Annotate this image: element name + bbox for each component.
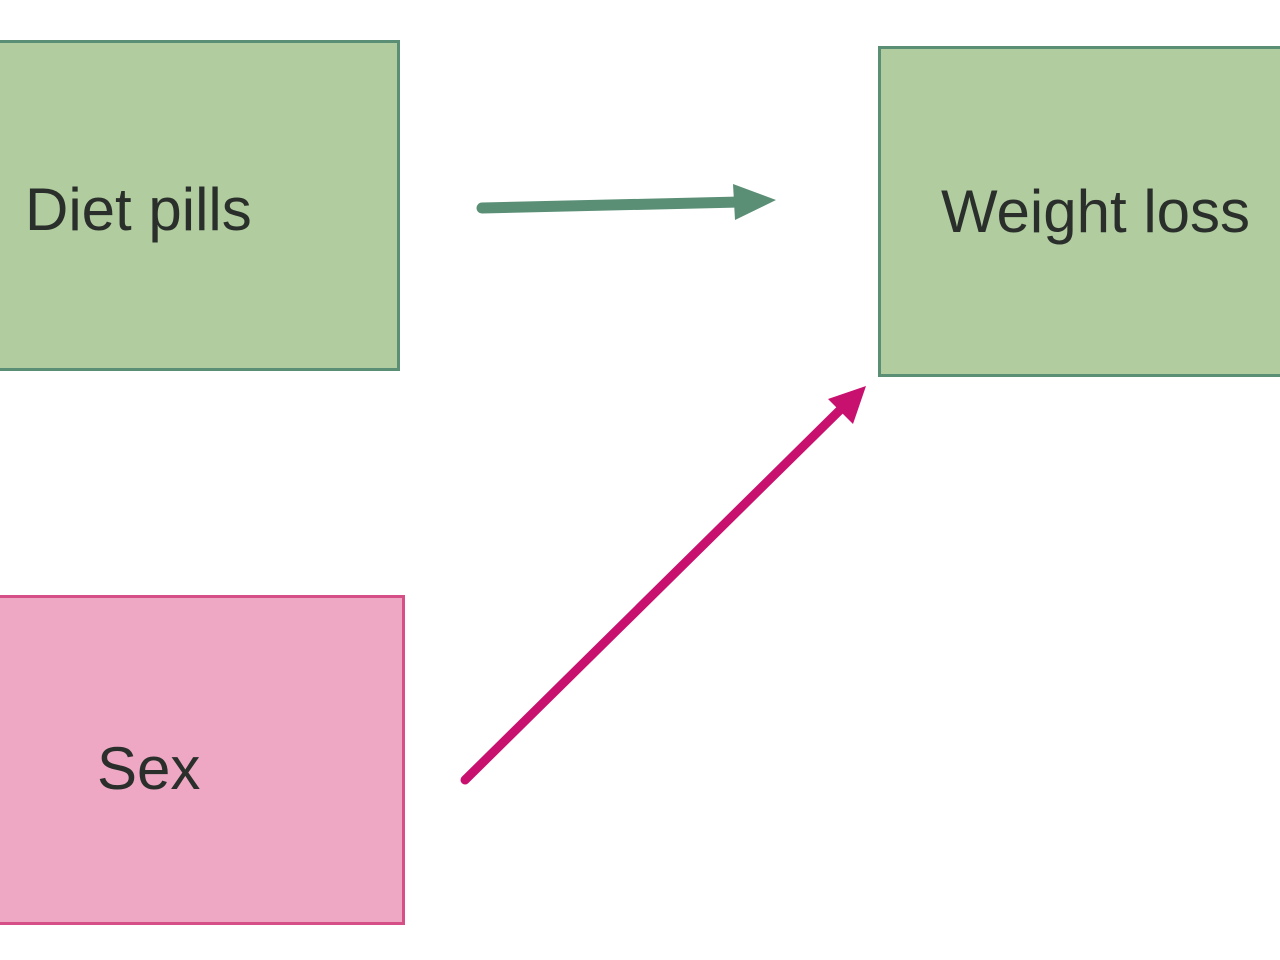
diet-pills-label: Diet pills (25, 176, 252, 243)
sex-node: Sex (0, 595, 405, 925)
diet-pills-node: Diet pills (0, 40, 400, 371)
edge-diet-pills-to-weight-loss (476, 184, 776, 220)
edge-sex-to-weight-loss (460, 386, 866, 785)
weight-loss-node: Weight loss (878, 46, 1280, 377)
weight-loss-label: Weight loss (941, 178, 1251, 245)
sex-label: Sex (97, 735, 201, 802)
